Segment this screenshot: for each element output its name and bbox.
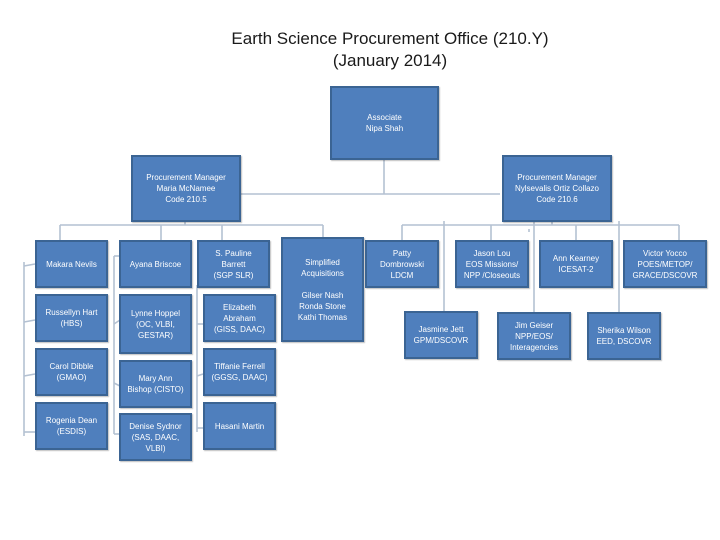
node-line: Interagencies [509,342,559,352]
node-line: (HBS) [60,319,83,328]
node-line: Bishop (CISTO) [127,385,184,394]
node-line: POES/METOP/ [637,259,693,269]
node-makara-nevils: Makara Nevils [35,240,108,288]
node-line: (ESDIS) [56,427,87,436]
node-pauline-barrett: S. Pauline Barrett (SGP SLR) [197,240,270,288]
node-ann-kearney: Ann Kearney ICESAT-2 [539,240,613,288]
node-hasani-martin: Hasani Martin [203,402,276,450]
node-line: Russellyn Hart [45,308,98,317]
node-sherika-wilson: Sherika Wilson EED, DSCOVR [587,312,661,360]
node-line: (SAS, DAAC, [131,432,180,442]
node-line: Carol Dibble [49,362,94,371]
node-line: Sherika Wilson [597,326,651,335]
node-line: (GGSG, DAAC) [211,373,268,382]
node-line: Lynne Hoppel [130,308,181,318]
node-line: Ann Kearney [552,254,600,263]
node-role: Associate [367,113,402,122]
node-line: Hasani Martin [214,421,265,431]
node-line: Rogenia Dean [45,416,98,425]
node-associate: Associate Nipa Shah [330,86,439,160]
node-line: Jasmine Jett [418,325,464,334]
node-line: Jim Geiser [514,320,554,330]
node-line: GPM/DSCOVR [413,336,469,345]
node-name: Nylsevalis Ortiz Collazo [514,184,600,193]
node-elizabeth-abraham: Elizabeth Abraham (GISS, DAAC) [203,294,276,342]
node-manager-210-5: Procurement Manager Maria McNamee Code 2… [131,155,241,222]
node-line: GESTAR) [138,330,173,340]
node-jasmine-jett: Jasmine Jett GPM/DSCOVR [404,311,478,359]
chart-title-line2: (January 2014) [332,51,448,70]
node-jim-geiser: Jim Geiser NPP/EOS/ Interagencies [497,312,571,360]
node-line: (OC, VLBI, [136,319,175,329]
node-line: Ayana Briscoe [129,259,182,269]
node-line: Jason Lou [473,248,511,258]
node-line: (GISS, DAAC) [213,324,266,334]
node-line: VLBI) [145,443,166,453]
node-jason-lou: Jason Lou EOS Missions/ NPP /Closeouts [455,240,529,288]
node-line: EOS Missions/ [465,259,519,269]
node-line: Simplified [305,257,340,267]
node-line: LDCM [390,270,414,280]
node-code: Code 210.6 [536,195,578,204]
node-mary-ann-bishop: Mary Ann Bishop (CISTO) [119,360,192,408]
node-line: S. Pauline [215,248,252,258]
node-tiffanie-ferrell: Tiffanie Ferrell (GGSG, DAAC) [203,348,276,396]
node-line: (SGP SLR) [213,270,254,280]
node-line: Victor Yocco [643,248,687,258]
node-role: Procurement Manager [517,173,597,182]
node-code: Code 210.5 [165,195,207,204]
node-line: Ronda Stone [299,301,346,311]
node-line: Kathi Thomas [297,312,348,322]
node-russellyn-hart: Russellyn Hart (HBS) [35,294,108,342]
node-line: Dombrowski [379,259,424,269]
node-victor-yocco: Victor Yocco POES/METOP/ GRACE/DSCOVR [623,240,707,288]
node-line: Tiffanie Ferrell [214,362,265,371]
node-line: GRACE/DSCOVR [632,270,698,280]
node-line: Acquisitions [301,268,344,278]
node-line: Elizabeth [223,302,256,312]
node-rogenia-dean: Rogenia Dean (ESDIS) [35,402,108,450]
node-simplified-acquisitions: Simplified Acquisitions Gilser Nash Rond… [281,237,364,342]
node-manager-210-6: Procurement Manager Nylsevalis Ortiz Col… [502,155,612,222]
node-line: Makara Nevils [46,259,97,269]
node-line: Barrett [221,259,246,269]
node-line: Patty [392,248,412,258]
node-denise-sydnor: Denise Sydnor (SAS, DAAC, VLBI) [119,413,192,461]
node-line: ICESAT-2 [558,265,594,274]
node-line: EED, DSCOVR [596,337,652,346]
node-line: NPP /Closeouts [463,270,521,280]
node-line: Denise Sydnor [129,421,182,431]
node-line: (GMAO) [56,373,87,382]
node-patty-dombrowski: Patty Dombrowski LDCM [365,240,439,288]
node-lynne-hoppel: Lynne Hoppel (OC, VLBI, GESTAR) [119,294,192,354]
node-role: Procurement Manager [146,173,226,182]
node-line: Mary Ann [138,374,173,383]
node-line: NPP/EOS/ [515,331,553,341]
node-ayana-briscoe: Ayana Briscoe [119,240,192,288]
node-name: Maria McNamee [156,184,216,193]
node-line: Abraham [223,313,256,323]
node-name: Nipa Shah [365,124,404,133]
node-line: Gilser Nash [301,290,344,300]
node-carol-dibble: Carol Dibble (GMAO) [35,348,108,396]
chart-title-line1: Earth Science Procurement Office (210.Y) [231,29,549,48]
